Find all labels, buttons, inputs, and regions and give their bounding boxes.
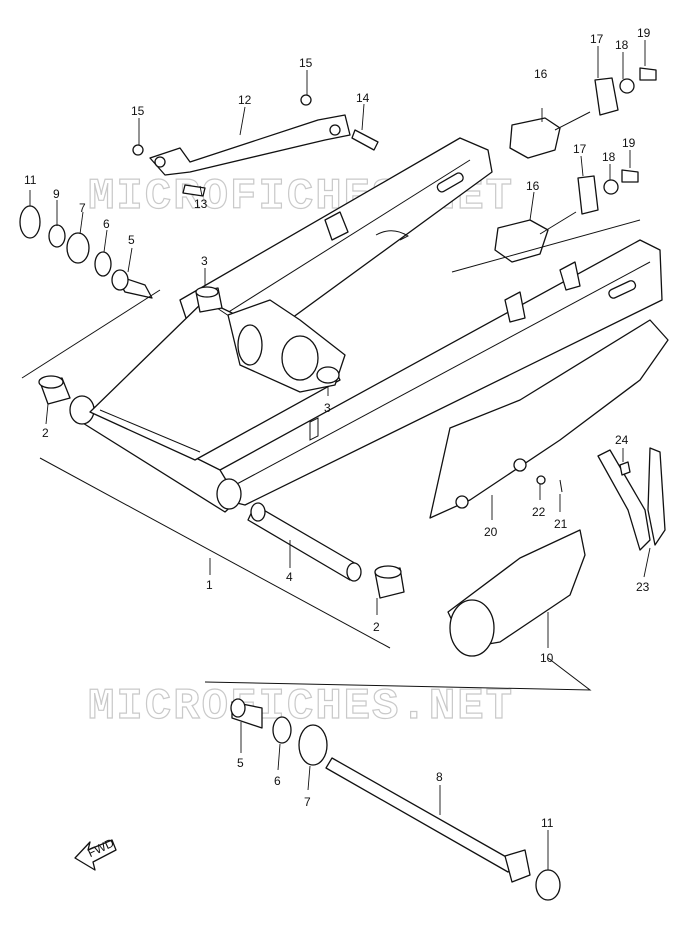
callout-11-top: 11 xyxy=(24,173,37,187)
chain-adjuster-upper xyxy=(509,67,657,159)
bracket-23 xyxy=(597,447,666,551)
callout-11-bottom: 11 xyxy=(541,816,554,830)
chain-guard-20 xyxy=(429,319,669,519)
torque-link-12 xyxy=(132,94,379,197)
bearing-3-lower xyxy=(316,366,340,384)
callout-14: 14 xyxy=(356,91,370,105)
callout-3-lower: 3 xyxy=(324,401,331,415)
rear-axle-8 xyxy=(325,757,561,901)
callout-3-upper: 3 xyxy=(201,254,208,268)
callout-1: 1 xyxy=(206,578,213,592)
fwd-arrow-icon: FWD xyxy=(74,836,117,871)
callout-9: 9 xyxy=(53,187,60,201)
parts-stack-top-left xyxy=(19,205,153,299)
callout-6-top: 6 xyxy=(103,217,110,231)
callout-19-upper: 19 xyxy=(637,26,651,40)
callout-20: 20 xyxy=(484,525,498,539)
callout-16-lower: 16 xyxy=(526,179,540,193)
callout-22: 22 xyxy=(532,505,546,519)
callout-18-upper: 18 xyxy=(615,38,629,52)
parts-stack-bottom xyxy=(230,698,328,766)
swingarm xyxy=(69,137,663,513)
callout-7-bottom: 7 xyxy=(304,795,311,809)
callout-15-left: 15 xyxy=(131,104,145,118)
callout-17-lower: 17 xyxy=(573,142,587,156)
callout-12: 12 xyxy=(238,93,252,107)
callout-23: 23 xyxy=(636,580,650,594)
callout-6-bottom: 6 xyxy=(274,774,281,788)
callout-24: 24 xyxy=(615,433,629,447)
callout-2-front: 2 xyxy=(42,426,49,440)
bearing-2-front xyxy=(38,375,71,405)
watermark-bottom: MICROFICHES.NET xyxy=(88,682,514,732)
callout-7-top: 7 xyxy=(79,201,86,215)
chain-case-10 xyxy=(447,529,586,657)
chain-adjuster-lower xyxy=(494,169,639,263)
callout-5-top: 5 xyxy=(128,233,135,247)
callout-21: 21 xyxy=(554,517,568,531)
callout-5-bottom: 5 xyxy=(237,756,244,770)
pivot-shaft-4 xyxy=(247,502,362,582)
bearing-2-rear xyxy=(374,565,405,599)
callout-16-upper: 16 xyxy=(534,67,548,81)
callout-2-rear: 2 xyxy=(373,620,380,634)
callout-18-lower: 18 xyxy=(602,150,616,164)
bearing-3-upper xyxy=(195,286,223,313)
reference-lines xyxy=(21,219,641,691)
callout-19-lower: 19 xyxy=(622,136,636,150)
leader-lines xyxy=(29,40,651,870)
callout-13: 13 xyxy=(194,197,208,211)
callout-17-upper: 17 xyxy=(590,32,604,46)
callout-4: 4 xyxy=(286,570,293,584)
callout-15-right: 15 xyxy=(299,56,313,70)
callout-8: 8 xyxy=(436,770,443,784)
callout-10: 10 xyxy=(540,651,554,665)
callout-labels: 11 9 7 6 5 15 12 15 14 13 3 3 2 1 4 2 16… xyxy=(24,26,651,830)
